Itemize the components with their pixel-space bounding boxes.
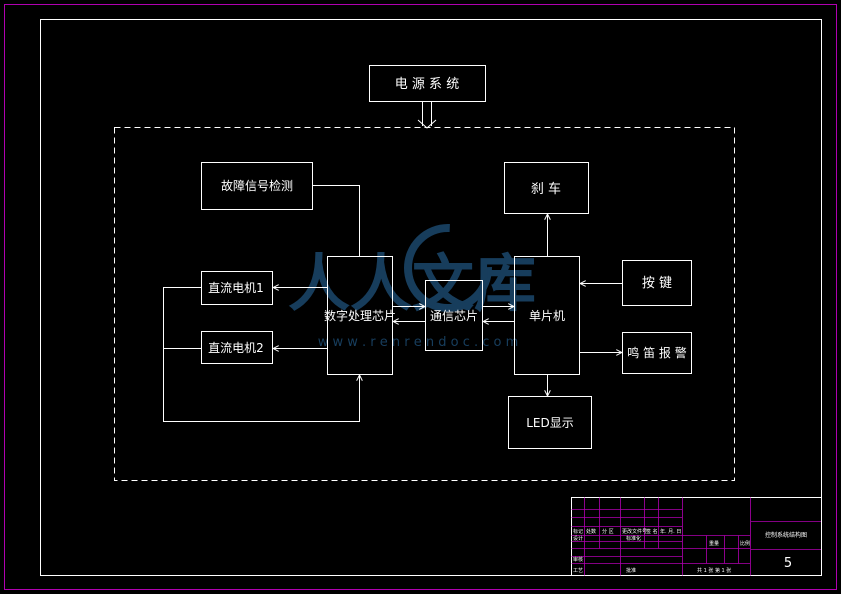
power-block: 电 源 系 统 (369, 65, 486, 102)
comm-chip-block: 通信芯片 (425, 280, 483, 351)
keypad-block: 按 键 (622, 260, 692, 306)
power-label: 电 源 系 统 (395, 77, 459, 92)
brake-label: 刹 车 (531, 181, 561, 197)
dsp-label: 数字处理芯片 (324, 308, 396, 323)
buzzer-label: 鸣 笛 报 警 (627, 345, 686, 360)
dsp-block: 数字处理芯片 (324, 256, 396, 375)
title-cell-approve: 批准 (626, 567, 636, 574)
fault-to-dsp-line (313, 185, 360, 256)
power-to-unit-arrow (417, 101, 437, 129)
title-cell-date: 年. 月. 日 (660, 528, 681, 535)
sheet-number: 5 (784, 556, 792, 571)
led-block: LED显示 (508, 396, 592, 449)
led-label: LED显示 (526, 416, 574, 430)
dc-motor-1-block: 直流电机1 (201, 271, 273, 305)
title-cell-process: 工艺 (573, 568, 583, 574)
motor-feedback-loop (163, 287, 360, 422)
brake-block: 刹 车 (504, 162, 589, 214)
title-cell-sign: 签 名 (646, 528, 658, 535)
watermark-logo-icon (404, 224, 492, 312)
title-block: 标记 处数 分 区 更改文件号 签 名 年. 月. 日 设计 标准化 审核 工艺… (571, 497, 822, 576)
title-cell-zone: 分 区 (602, 528, 614, 535)
sheet-outer-border (4, 4, 837, 590)
sheet-inner-frame (40, 19, 822, 576)
fault-detect-block: 故障信号检测 (201, 162, 313, 210)
mcu-label: 单片机 (529, 309, 565, 323)
drawing-title: 控制系统结构图 (765, 531, 807, 539)
dc-motor-2-label: 直流电机2 (208, 341, 264, 355)
title-cell-mark: 标记 (573, 528, 583, 535)
buzzer-block: 鸣 笛 报 警 (622, 332, 692, 374)
title-cell-design: 设计 (573, 535, 583, 542)
title-cell-weight: 重量 (709, 540, 719, 547)
title-cell-review: 审核 (573, 556, 583, 563)
title-cell-scale: 比例 (740, 540, 750, 547)
title-cell-standard: 标准化 (626, 535, 641, 542)
control-unit-boundary (114, 127, 735, 481)
dc-motor-2-block: 直流电机2 (201, 331, 273, 364)
watermark-url: w w w . r e n r e n d o c . c o m (318, 335, 519, 350)
watermark: 人人文库 w w w . r e n r e n d o c . c o m (288, 224, 536, 350)
comm-chip-label: 通信芯片 (430, 309, 478, 323)
keypad-label: 按 键 (642, 276, 672, 291)
connectors (163, 101, 622, 422)
title-cell-sheets: 共 1 张 第 1 张 (697, 567, 731, 574)
title-cell-change: 更改文件号 (622, 528, 647, 535)
watermark-brand: 人人文库 (288, 247, 536, 320)
title-grid (571, 497, 821, 576)
dc-motor-1-label: 直流电机1 (208, 281, 264, 295)
fault-detect-label: 故障信号检测 (221, 178, 293, 193)
mcu-block: 单片机 (514, 256, 580, 375)
title-cell-count: 处数 (586, 528, 596, 535)
